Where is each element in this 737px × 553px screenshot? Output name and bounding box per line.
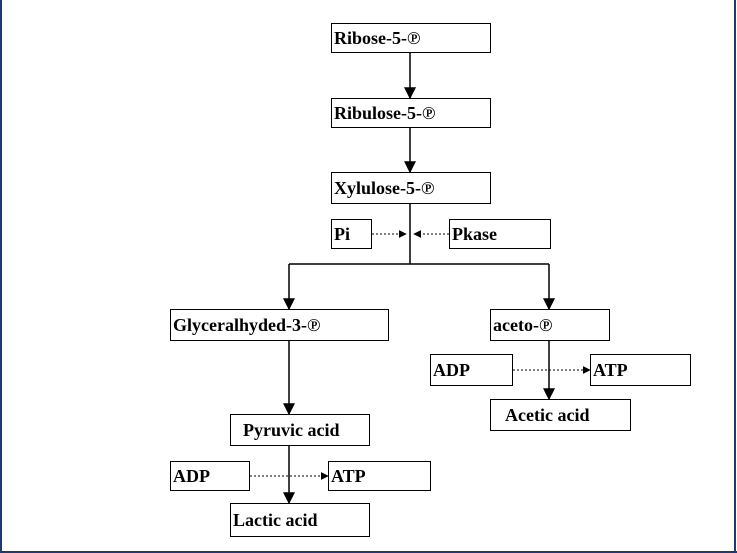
node-pyruvic: Pyruvic acid: [230, 414, 370, 446]
node-adp-right-label: ADP: [433, 360, 470, 380]
node-pkase: Pkase: [449, 219, 551, 249]
node-lactic-label: Lactic acid: [233, 510, 318, 530]
node-aceto-label: aceto-℗: [493, 315, 553, 335]
node-adp-left-label: ADP: [173, 466, 210, 486]
node-adp-left: ADP: [170, 461, 250, 491]
frame-bottom-border: [0, 551, 737, 553]
node-ribose: Ribose-5-℗: [331, 23, 491, 53]
node-lactic: Lactic acid: [230, 503, 370, 537]
node-glyceraldehyde-label: Glyceralhyded-3-℗: [173, 315, 321, 335]
node-atp-left-label: ATP: [331, 466, 366, 486]
node-acetic-label: Acetic acid: [505, 405, 590, 425]
node-pyruvic-label: Pyruvic acid: [243, 420, 340, 440]
node-atp-left: ATP: [328, 461, 431, 491]
node-ribulose-label: Ribulose-5-℗: [334, 103, 436, 123]
node-xylulose-label: Xylulose-5-℗: [334, 178, 435, 198]
node-atp-right: ATP: [590, 354, 691, 386]
node-acetic: Acetic acid: [490, 399, 631, 431]
frame-left-border: [0, 0, 2, 553]
node-pi: Pi: [331, 219, 372, 249]
frame-right-border: [734, 0, 736, 553]
node-xylulose: Xylulose-5-℗: [331, 172, 491, 204]
node-atp-right-label: ATP: [593, 360, 628, 380]
node-pkase-label: Pkase: [452, 224, 497, 244]
node-pi-label: Pi: [334, 224, 350, 244]
node-adp-right: ADP: [430, 354, 513, 386]
node-aceto: aceto-℗: [490, 309, 610, 341]
node-glyceraldehyde: Glyceralhyded-3-℗: [170, 309, 389, 341]
node-ribose-label: Ribose-5-℗: [334, 28, 421, 48]
node-ribulose: Ribulose-5-℗: [331, 98, 491, 128]
